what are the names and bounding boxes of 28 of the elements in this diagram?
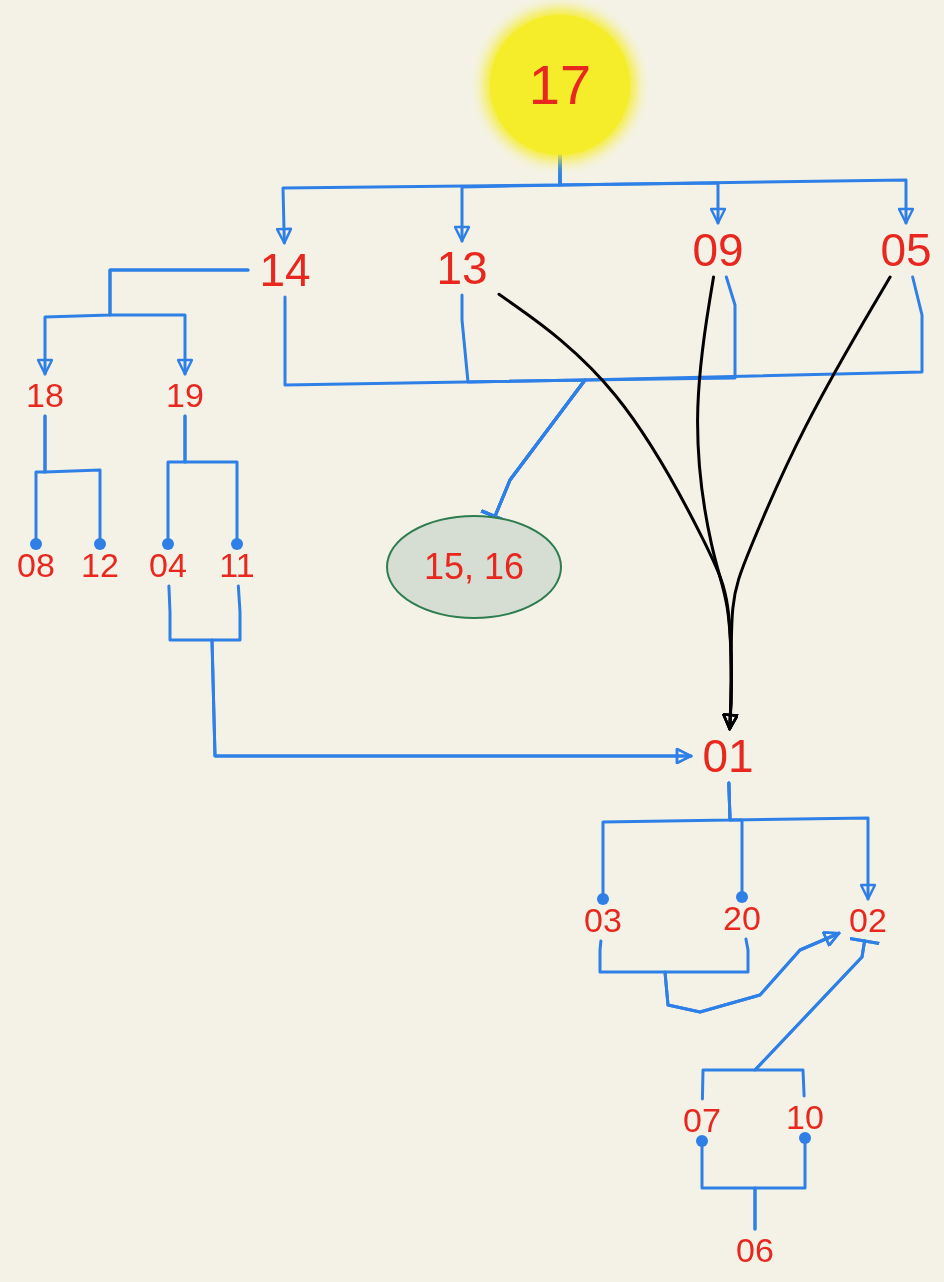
arrow xyxy=(727,781,877,901)
highlighted-number: 17 xyxy=(490,15,630,155)
node-number: 18 xyxy=(16,374,74,416)
node-number: 11 xyxy=(208,544,266,586)
node-number: 06 xyxy=(726,1229,784,1271)
node-number: 01 xyxy=(691,729,765,783)
node-number: 10 xyxy=(776,1096,834,1138)
node-number: 14 xyxy=(248,243,322,297)
arrow xyxy=(722,275,892,731)
arrow xyxy=(663,931,841,1014)
node-number: 09 xyxy=(681,223,755,277)
arrow xyxy=(558,153,915,225)
node-number: 19 xyxy=(156,374,214,416)
connector-line xyxy=(43,414,106,550)
node-number: 05 xyxy=(869,223,943,277)
connector-line xyxy=(753,937,881,1098)
connector-line xyxy=(183,414,243,550)
node-number: 20 xyxy=(713,897,771,939)
node-number: 13 xyxy=(425,241,499,295)
arrow xyxy=(108,268,250,376)
node-number: 02 xyxy=(839,899,897,941)
connector-line xyxy=(753,1132,811,1231)
node-number: 04 xyxy=(139,544,197,586)
node-number: 03 xyxy=(574,899,632,941)
node-number: 07 xyxy=(673,1099,731,1141)
ellipse-node: 15, 16 xyxy=(386,515,562,619)
node-number: 12 xyxy=(71,544,129,586)
node-number: 08 xyxy=(7,544,65,586)
